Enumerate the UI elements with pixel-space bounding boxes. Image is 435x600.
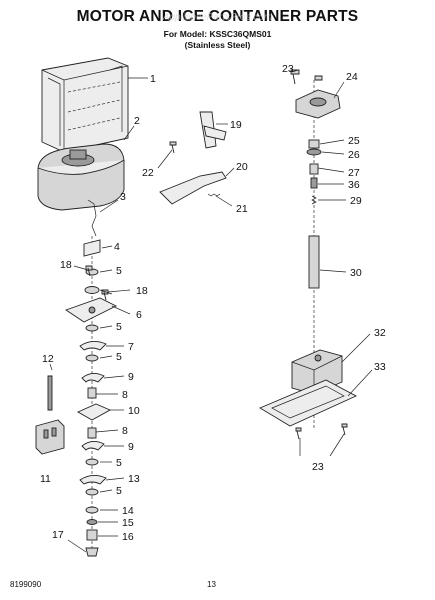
leader-lines <box>49 69 373 553</box>
callout-13: 13 <box>128 473 140 485</box>
callout-5: 5 <box>116 265 122 277</box>
callout-26: 26 <box>348 149 360 161</box>
callout-33: 33 <box>374 361 386 373</box>
callout-36: 36 <box>348 179 360 191</box>
callout-24: 24 <box>346 71 358 83</box>
part-33-base-plate[interactable] <box>259 379 358 427</box>
finish-line: (Stainless Steel) <box>184 40 251 50</box>
callout-27: 27 <box>348 167 360 179</box>
callout-18: 18 <box>60 259 72 271</box>
part-25-bearing[interactable] <box>308 139 320 149</box>
ice-container-drawing[interactable] <box>41 57 129 153</box>
callout-4: 4 <box>114 241 120 253</box>
callout-5: 5 <box>116 485 122 497</box>
callout-29: 29 <box>350 195 362 207</box>
callout-23: 23 <box>312 461 324 473</box>
part-19-bracket[interactable] <box>199 111 227 149</box>
callout-25: 25 <box>348 135 360 147</box>
callout-9: 9 <box>128 441 134 453</box>
part-12-screw[interactable] <box>47 375 53 411</box>
part-15-washer[interactable] <box>86 519 98 525</box>
part-5-washer[interactable] <box>85 324 99 332</box>
motor-housing-drawing[interactable] <box>37 143 125 211</box>
part-5-washer[interactable] <box>85 458 99 466</box>
callout-5: 5 <box>116 351 122 363</box>
part-30-shaft[interactable] <box>308 235 320 289</box>
callout-18: 18 <box>136 285 148 297</box>
model-line: For Model: KSSC36QMS01 <box>163 29 272 39</box>
part-17-screw[interactable] <box>85 547 99 557</box>
callout-30: 30 <box>350 267 362 279</box>
part-9-clip[interactable] <box>81 441 105 451</box>
part-6-bracket[interactable] <box>65 297 118 323</box>
callout-6: 6 <box>136 309 142 321</box>
part-29-spring[interactable] <box>311 195 317 205</box>
callout-2: 2 <box>134 115 140 127</box>
part-9-clip[interactable] <box>81 373 105 383</box>
callout-14: 14 <box>122 505 134 517</box>
part-4-bracket[interactable] <box>83 239 101 257</box>
callout-12: 12 <box>42 353 54 365</box>
part-22-screw[interactable] <box>169 141 177 154</box>
callout-20: 20 <box>236 161 248 173</box>
part-20-lever[interactable] <box>159 171 227 205</box>
callout-3: 3 <box>120 191 126 203</box>
part-16-nut[interactable] <box>86 529 98 541</box>
leader-line <box>99 199 119 213</box>
part-10-bracket[interactable] <box>77 403 112 421</box>
callout-5: 5 <box>116 457 122 469</box>
part-14-washer[interactable] <box>85 506 99 514</box>
page-title: MOTOR AND ICE CONTAINER PARTS <box>76 8 359 25</box>
part-26-washer[interactable] <box>306 148 322 156</box>
callout-16: 16 <box>122 531 134 543</box>
part-13-clip[interactable] <box>79 475 107 485</box>
callout-15: 15 <box>122 517 134 529</box>
part-8-spacer[interactable] <box>87 427 97 439</box>
part-23-screw[interactable] <box>314 75 323 81</box>
callout-8: 8 <box>122 425 128 437</box>
callout-10: 10 <box>128 405 140 417</box>
part-36-bushing[interactable] <box>310 177 318 189</box>
auger-wire-drawing[interactable] <box>87 199 97 237</box>
callout-5: 5 <box>116 321 122 333</box>
part-23-screw[interactable] <box>295 427 302 440</box>
part-23-screw[interactable] <box>290 69 300 85</box>
part-8-spacer[interactable] <box>87 387 97 399</box>
callout-1: 1 <box>150 73 156 85</box>
part-5-washer[interactable] <box>85 354 99 362</box>
part-21-spring[interactable] <box>207 193 221 197</box>
part-5-washer[interactable] <box>84 286 100 294</box>
callout-8: 8 <box>122 389 128 401</box>
part-24-bearing-plate[interactable] <box>295 89 341 119</box>
document-number: 8199090 <box>10 580 42 589</box>
part-27-spacer[interactable] <box>309 163 319 175</box>
part-23-screw[interactable] <box>341 423 348 436</box>
leader-line <box>123 125 135 141</box>
callout-17: 17 <box>52 529 64 541</box>
callout-11: 11 <box>40 473 51 485</box>
callout-19: 19 <box>230 119 242 131</box>
part-7-clip[interactable] <box>79 341 107 351</box>
watermark: AppliancePartsPros.com <box>162 12 273 23</box>
callout-22: 22 <box>142 167 154 179</box>
callout-21: 21 <box>236 203 248 215</box>
part-18-screw[interactable] <box>85 265 93 277</box>
callout-9: 9 <box>128 371 134 383</box>
callout-32: 32 <box>374 327 386 339</box>
part-5-washer[interactable] <box>85 488 99 496</box>
callout-7: 7 <box>128 341 134 353</box>
page-number: 13 <box>207 580 216 589</box>
callout-23: 23 <box>282 63 294 75</box>
part-11-switch[interactable] <box>35 419 65 455</box>
